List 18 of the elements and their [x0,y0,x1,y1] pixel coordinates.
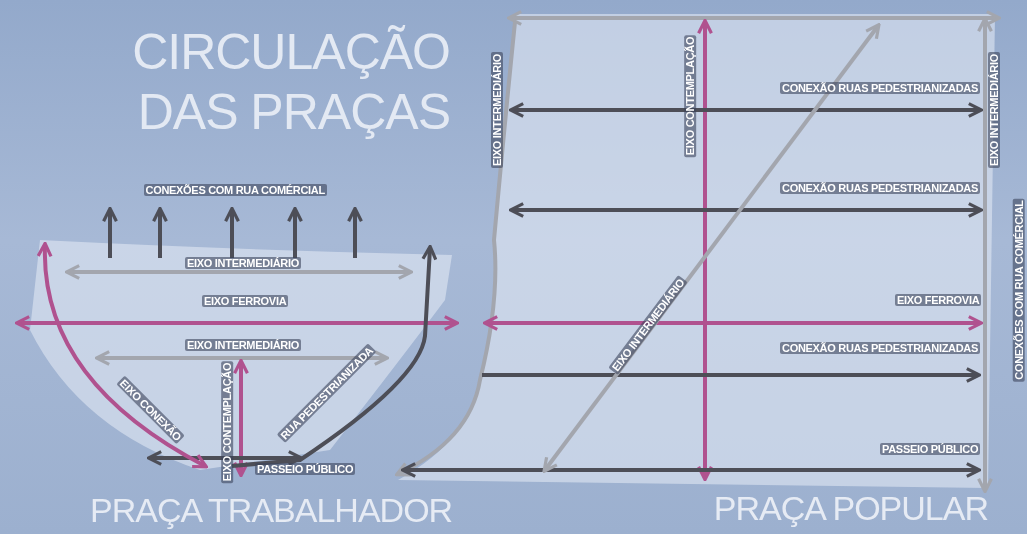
axis-label: EIXO INTERMEDIÁRIO [988,52,1000,168]
axis-label: CONEXÃO RUAS PEDESTRIANIZADAS [780,182,981,194]
axis-label: EIXO CONTEMPLAÇÃO [684,34,697,158]
axis-label: PASSEIO PÚBLICO [880,443,981,455]
axis-label: PASSEIO PÚBLICO [255,463,356,475]
axis-label: EIXO INTERMEDIÁRIO [185,339,301,351]
axis-label: EIXO FERROVIA [202,295,289,307]
axis-label: EIXO FERROVIA [895,294,982,306]
axis-label: CONEXÃO RUAS PEDESTRIANIZADAS [780,82,981,94]
plaza-title: PRAÇA TRABALHADOR [90,491,453,530]
axis-label: CONEXÕES COM RUA COMÉRCIAL [143,184,327,196]
axis-label: EIXO INTERMEDIÁRIO [491,52,503,168]
diagram-title: CIRCULAÇÃO DAS PRAÇAS [131,23,450,142]
axis-label: CONEXÕES COM RUA COMÉRCIAL [1012,198,1025,382]
axis-label: EIXO INTERMEDIÁRIO [185,257,301,269]
axis-label: CONEXÃO RUAS PEDESTRIANIZADAS [780,342,981,354]
plaza-title: PRAÇA POPULAR [713,489,988,528]
axis-label: EIXO CONTEMPLAÇÃO [221,360,234,484]
